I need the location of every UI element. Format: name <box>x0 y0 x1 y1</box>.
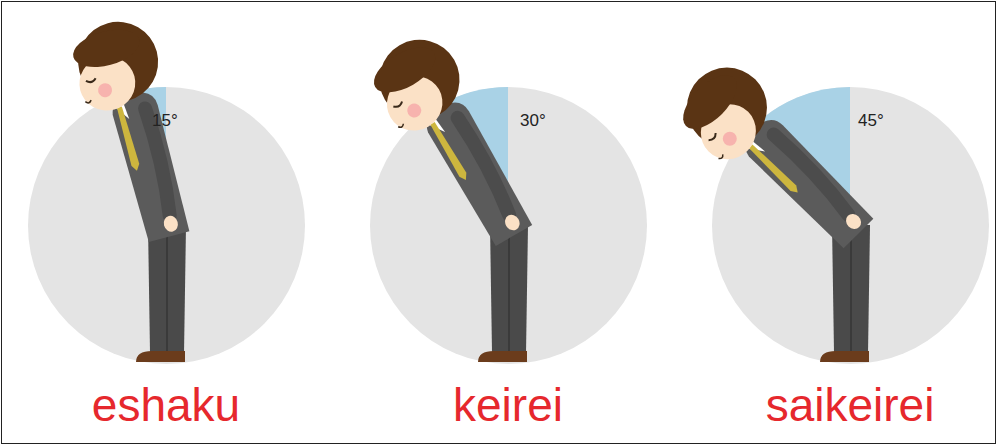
angle-label: 15° <box>152 111 178 131</box>
bow-name: keirei <box>358 382 658 428</box>
circle-fill <box>370 87 647 364</box>
circle-fill <box>28 87 305 364</box>
circle-fill <box>712 87 989 364</box>
angle-label: 30° <box>520 111 546 131</box>
angle-label: 45° <box>858 111 884 131</box>
bow-name: eshaku <box>16 382 316 428</box>
bow-name: saikeirei <box>700 382 997 428</box>
